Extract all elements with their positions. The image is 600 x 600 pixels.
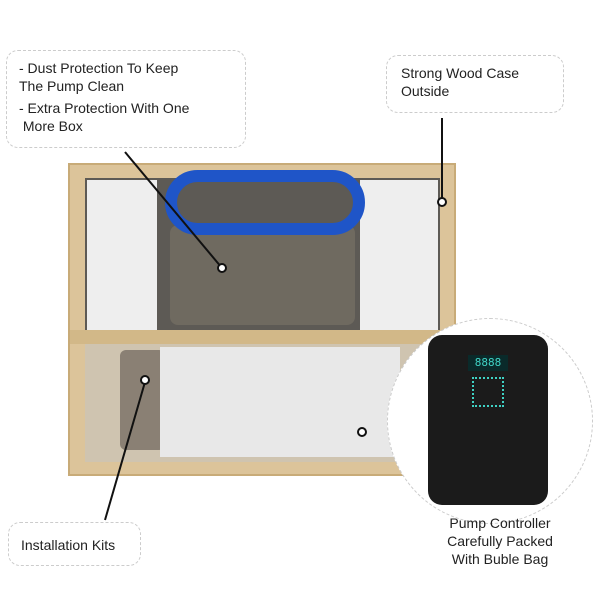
callout-text: Installation Kits xyxy=(21,537,116,553)
controller-display: 8888 xyxy=(468,355,508,371)
callout-text: - Extra Protection With One xyxy=(19,100,190,116)
controller-caption: Pump Controller Carefully Packed With Bu… xyxy=(430,514,570,568)
callout-text: The Pump Clean xyxy=(19,78,125,94)
callout-text: More Box xyxy=(19,118,83,134)
callout-text: - Dust Protection To Keep xyxy=(19,60,179,76)
controller-buttons xyxy=(472,377,504,407)
white-box xyxy=(160,347,400,457)
callout-text: Strong Wood Case xyxy=(401,65,520,81)
callout-installation-kits: Installation Kits xyxy=(8,522,141,566)
caption-text: Carefully Packed xyxy=(447,533,553,549)
kits-bag xyxy=(120,350,165,450)
callout-text: Outside xyxy=(401,83,450,99)
foam-block-right xyxy=(360,180,438,330)
pump-controller: 8888 xyxy=(428,335,548,505)
caption-text: With Buble Bag xyxy=(451,551,549,567)
caption-text: Pump Controller xyxy=(449,515,551,531)
divider-board xyxy=(70,330,454,344)
foam-block-left xyxy=(87,180,157,330)
callout-protection: - Dust Protection To Keep The Pump Clean… xyxy=(6,50,246,148)
callout-wood-case: Strong Wood Case Outside xyxy=(386,55,564,113)
blue-hose xyxy=(165,170,365,235)
